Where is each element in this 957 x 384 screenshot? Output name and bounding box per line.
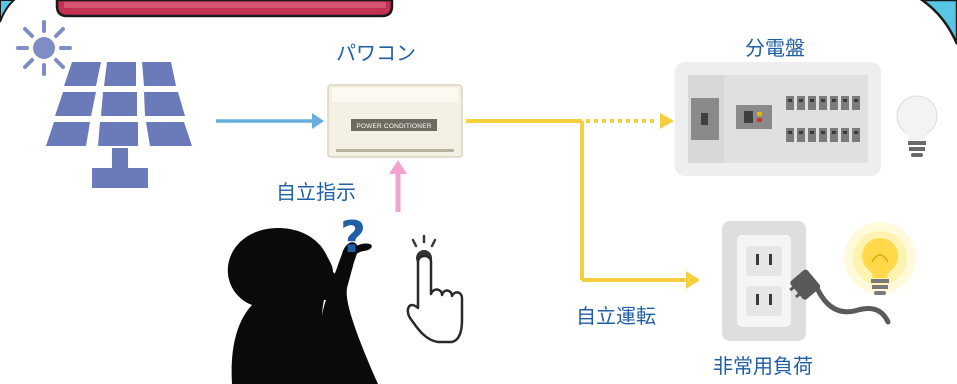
self-reliance-instruction-label: 自立指示: [276, 180, 356, 204]
board-arrowhead: [660, 113, 674, 129]
dc-arrow: [216, 113, 324, 129]
sun-icon: [16, 20, 72, 76]
frame-left-corner: [0, 0, 16, 23]
light-bulb-off-icon: [896, 95, 938, 157]
emergency-load-label: 非常用負荷: [713, 354, 813, 378]
instruction-arrow: [389, 160, 407, 212]
power-conditioner-icon: POWER CONDITIONER: [327, 84, 463, 158]
plug-icon: [789, 269, 891, 325]
pointing-hand-icon: [406, 234, 464, 344]
self-reliance-operation-label: 自立運転: [576, 304, 656, 328]
power-conditioner-label: パワコン: [336, 41, 416, 65]
light-bulb-on-icon: [844, 222, 916, 295]
thinking-person-icon: [227, 228, 378, 384]
load-arrowhead: [686, 271, 700, 289]
distribution-board-label: 分電盤: [745, 36, 805, 60]
conditioner-plate-text: POWER CONDITIONER: [356, 123, 431, 130]
outlet-icon: [722, 221, 806, 341]
ac-wiring: [466, 119, 688, 282]
solar-panel-icon: [46, 62, 192, 188]
distribution-board-icon: [675, 62, 881, 176]
question-mark-icon: ?: [340, 212, 366, 263]
